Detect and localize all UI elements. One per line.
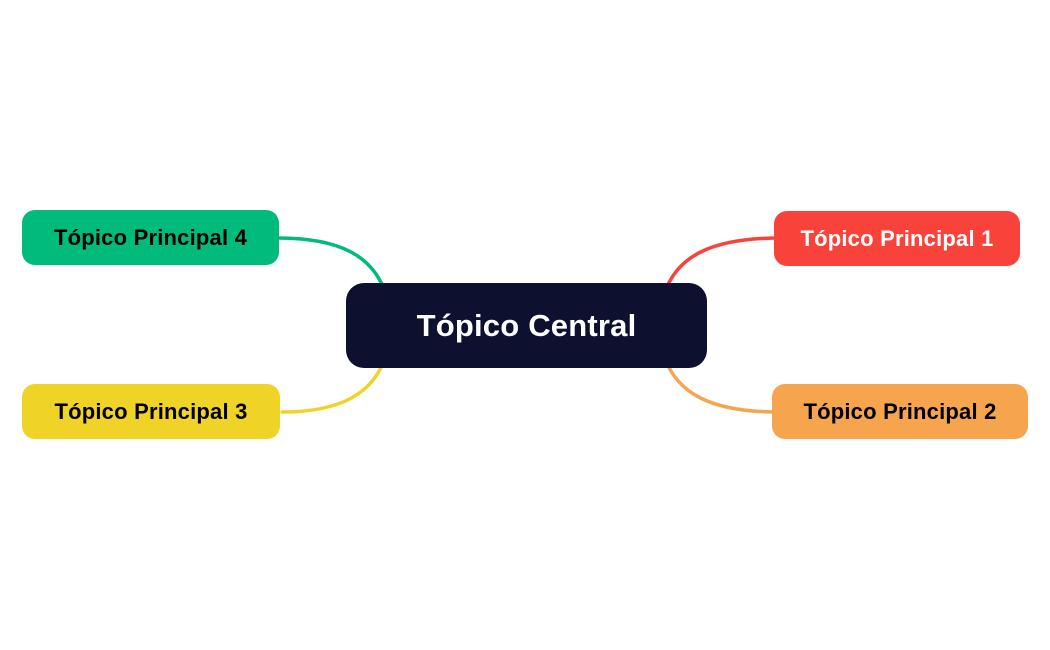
central-topic-node[interactable]: Tópico Central: [346, 283, 707, 368]
topic-node-1[interactable]: Tópico Principal 1: [774, 211, 1020, 266]
connector-topic-1: [662, 236, 782, 297]
connector-topic-4: [276, 236, 388, 297]
topic-node-3[interactable]: Tópico Principal 3: [22, 384, 280, 439]
topic-node-2[interactable]: Tópico Principal 2: [772, 384, 1028, 439]
topic-node-4[interactable]: Tópico Principal 4: [22, 210, 279, 265]
